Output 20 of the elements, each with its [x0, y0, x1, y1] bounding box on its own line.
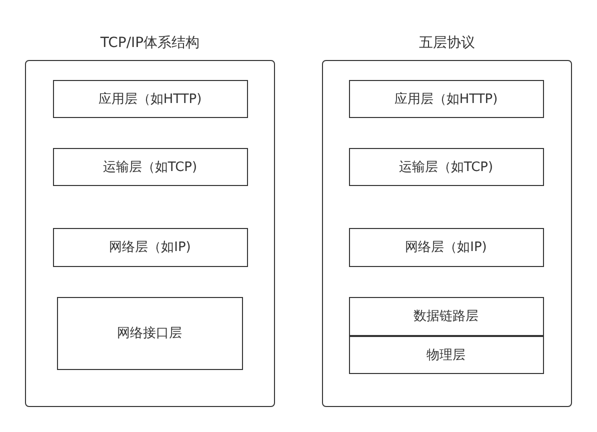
layer-label: 数据链路层: [414, 308, 478, 325]
layer-box: [348, 80, 544, 118]
layer-box: [52, 80, 248, 118]
layer-label: 运输层（如TCP): [398, 158, 494, 176]
layer-box: [52, 228, 248, 266]
layer-box: [52, 148, 248, 186]
layer-label: 应用层（如HTTP): [98, 90, 202, 108]
layer-box: [348, 228, 544, 266]
layer-label: 网络接口层: [117, 325, 182, 342]
layer-box: [348, 296, 544, 336]
layer-box: [56, 296, 242, 370]
layer-label: 应用层（如HTTP): [394, 90, 498, 108]
model-title: 五层协议: [418, 34, 476, 52]
model-title: TCP/IP体系结构: [99, 34, 201, 52]
layer-label: 网络层（如IP): [405, 239, 487, 256]
layer-label: 运输层（如TCP): [102, 158, 198, 176]
layer-label: 网络层（如IP): [109, 239, 191, 256]
layer-label: 物理层: [426, 346, 466, 364]
layer-box: [348, 336, 544, 374]
layer-box: [348, 148, 544, 186]
